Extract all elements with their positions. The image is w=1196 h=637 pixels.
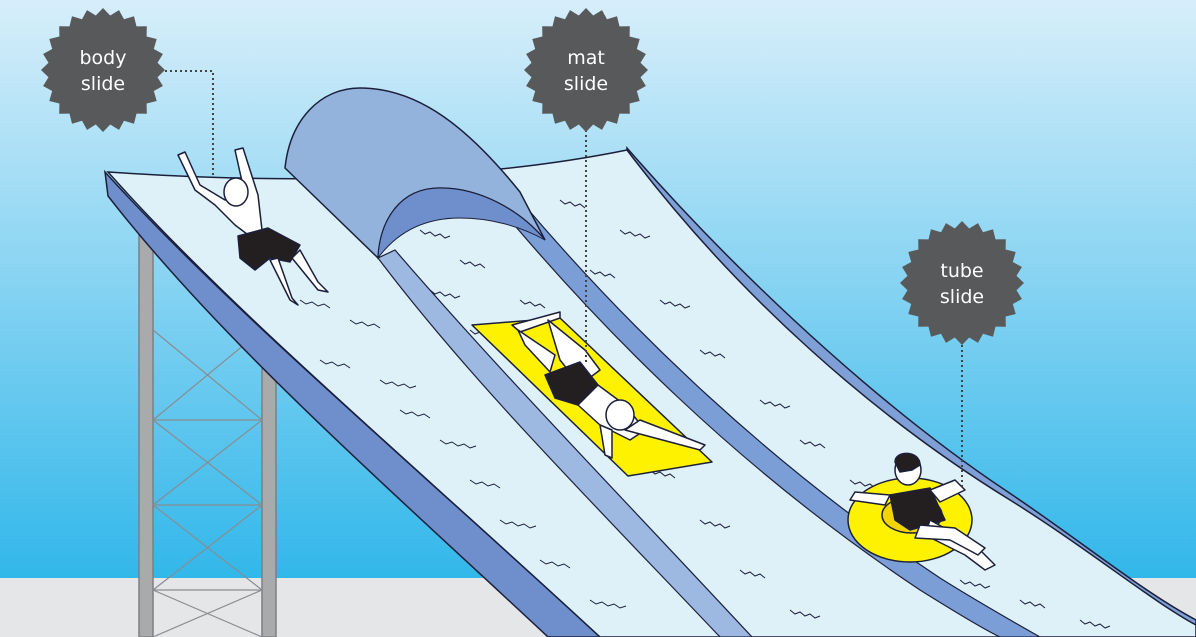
tube-slide-label-line2: slide xyxy=(940,286,984,308)
tube-slide-label-line1: tube xyxy=(940,260,983,282)
mat-slide-label-line1: mat xyxy=(567,47,605,69)
mat-slide-badge: mat slide xyxy=(524,8,648,132)
body-slide-label-line2: slide xyxy=(81,73,125,95)
mat-slide-label-line2: slide xyxy=(564,73,608,95)
body-slide-label-line1: body xyxy=(80,47,127,69)
body-slide-badge: body slide xyxy=(41,8,165,132)
tube-slide-badge: tube slide xyxy=(900,221,1024,345)
